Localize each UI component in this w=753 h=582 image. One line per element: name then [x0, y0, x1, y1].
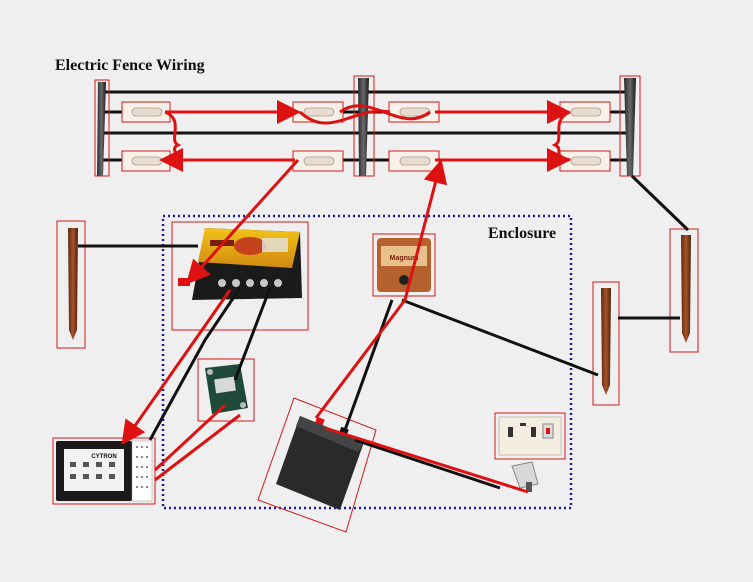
fence-post-right: [619, 75, 641, 177]
ground-wire-post-to-rod: [630, 174, 690, 232]
power-socket-icon: [494, 412, 566, 460]
terminal-row: [218, 279, 282, 287]
fence-post-left: [94, 79, 110, 177]
insulator-icon: [559, 101, 611, 123]
plug-icon: [511, 461, 539, 492]
jumper-right: [551, 110, 571, 162]
ground-wire-energizer-to-battery: [343, 299, 394, 431]
timer-controller-icon: CYTRON: [52, 437, 156, 505]
live-wire-fence-to-energizer: [185, 158, 300, 285]
diagram-title: Electric Fence Wiring: [55, 57, 205, 74]
insulator-icon: [292, 150, 344, 172]
live-wire-battery-to-fence: [314, 159, 448, 419]
jumper-middle-b: [339, 104, 431, 121]
solid-state-relay-icon: [197, 358, 255, 422]
energizer-brand-label: Magnum: [390, 255, 419, 262]
timer-brand-label: CYTRON: [91, 454, 116, 460]
ground-wire-energizer-to-relay: [233, 287, 272, 381]
ground-rod-left: [56, 220, 86, 349]
live-fence-wiring: [159, 100, 571, 172]
live-wire-energizer-to-timer: [121, 289, 232, 445]
ground-wire-energizer-to-timer: [148, 287, 242, 441]
fence-post-middle: [353, 75, 375, 177]
ground-rod-right-b: [592, 281, 620, 406]
insulator-icon: [121, 150, 171, 172]
ground-rod-right-a: [669, 228, 699, 353]
live-wire-battery-to-plug: [324, 426, 529, 494]
ground-wire-energizer-to-rod: [401, 298, 599, 377]
ground-wire-battery-to-plug: [354, 438, 501, 490]
live-control-wiring: [121, 158, 529, 494]
live-wire-timer-to-relay-b: [154, 413, 241, 482]
live-wire-timer-to-relay-a: [153, 403, 227, 472]
insulator-icon: [121, 101, 171, 123]
insulator-icon: [388, 150, 440, 172]
ground-wiring: [78, 174, 690, 490]
secondary-energizer-icon: Magnum: [372, 233, 436, 297]
enclosure-label: Enclosure: [488, 225, 557, 242]
insulator-icon: [559, 150, 611, 172]
jumper-left: [164, 110, 182, 162]
controller-vent: [136, 446, 148, 488]
controller-keypad: [70, 462, 115, 479]
